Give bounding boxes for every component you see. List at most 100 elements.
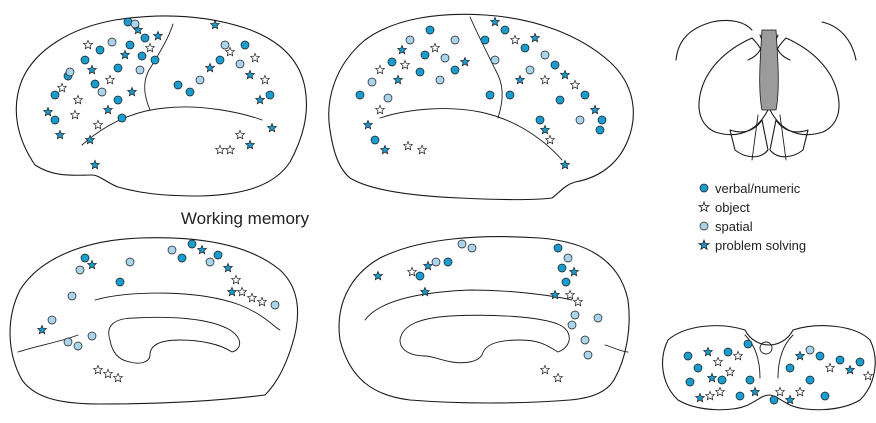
problem-solving-marker [539, 124, 551, 135]
problem-solving-marker [422, 260, 434, 271]
verbal-numeric-marker [505, 90, 515, 100]
problem-solving-marker [222, 262, 234, 273]
spatial-marker [220, 40, 230, 50]
spatial-marker [270, 300, 280, 310]
problem-solving-marker [529, 32, 541, 43]
problem-solving-marker [589, 104, 601, 115]
spatial-marker [525, 65, 535, 75]
problem-solving-marker [209, 19, 221, 30]
object-marker [214, 144, 226, 155]
problem-solving-marker [514, 74, 526, 85]
spatial-marker [467, 243, 477, 253]
legend-item-object: object [697, 200, 750, 215]
object-marker [69, 109, 81, 120]
spatial-marker [73, 341, 83, 351]
verbal-numeric-marker [820, 391, 830, 401]
object-marker [509, 34, 521, 45]
cerebellum-panel [662, 325, 876, 411]
verbal-numeric-marker [90, 79, 100, 89]
problem-solving-marker [379, 144, 391, 155]
legend-label-object: object [715, 200, 750, 215]
object-marker [56, 82, 68, 93]
verbal-numeric-marker [420, 50, 430, 60]
verbal-numeric-marker [213, 250, 223, 260]
legend-marker-verbal [699, 183, 709, 193]
spatial-marker [135, 65, 145, 75]
verbal-numeric-marker [355, 90, 365, 100]
verbal-numeric-marker [561, 277, 571, 287]
spatial-marker [65, 67, 75, 77]
problem-solving-marker [549, 289, 561, 300]
verbal-numeric-marker [140, 33, 150, 43]
spatial-marker [107, 37, 117, 47]
verbal-numeric-marker [150, 55, 160, 65]
verbal-numeric-marker [173, 80, 183, 90]
object-marker [564, 289, 576, 300]
object-marker [416, 144, 428, 155]
verbal-numeric-marker [177, 253, 187, 263]
verbal-numeric-marker [450, 65, 460, 75]
verbal-numeric-marker [80, 253, 90, 263]
spatial-marker [457, 239, 467, 249]
verbal-numeric-marker [425, 25, 435, 35]
object-marker [224, 46, 236, 57]
object-marker [259, 74, 271, 85]
legend-label-spatial: spatial [715, 219, 753, 234]
activation-markers [36, 16, 874, 405]
object-marker [399, 59, 411, 70]
object-marker [249, 52, 261, 63]
object-marker [774, 386, 786, 397]
spatial-marker [405, 35, 415, 45]
spatial-marker [583, 350, 593, 360]
problem-solving-marker [706, 372, 718, 383]
left-medial-hemisphere [9, 237, 299, 405]
object-marker [72, 94, 84, 105]
verbal-numeric-marker [113, 95, 123, 105]
legend-marker-problem-solving [697, 238, 711, 251]
problem-solving-marker [266, 122, 278, 133]
object-marker [236, 286, 248, 297]
object-marker [552, 372, 564, 383]
verbal-numeric-marker [769, 395, 779, 405]
verbal-numeric-marker [683, 351, 693, 361]
spatial-marker [431, 257, 441, 267]
problem-solving-marker [89, 159, 101, 170]
object-marker [102, 368, 114, 379]
spatial-marker [440, 53, 450, 63]
object-marker [539, 364, 551, 375]
verbal-numeric-marker [117, 113, 127, 123]
verbal-numeric-marker [115, 277, 125, 287]
verbal-numeric-marker [240, 40, 250, 50]
problem-solving-marker [86, 259, 98, 270]
problem-solving-marker [459, 56, 471, 67]
verbal-numeric-marker [113, 63, 123, 73]
problem-solving-marker [119, 49, 131, 60]
problem-solving-marker [126, 86, 138, 97]
object-marker [572, 296, 584, 307]
object-marker [402, 140, 414, 151]
spatial-marker [205, 257, 215, 267]
verbal-numeric-marker [137, 51, 147, 61]
verbal-numeric-marker [723, 347, 733, 357]
spatial-marker [367, 77, 377, 87]
object-marker [712, 356, 724, 367]
verbal-numeric-marker [95, 45, 105, 55]
verbal-numeric-marker [685, 377, 695, 387]
problem-solving-marker [244, 139, 256, 150]
spatial-marker [570, 310, 580, 320]
spatial-marker [580, 335, 590, 345]
legend-item-problem-solving: problem solving [697, 238, 806, 253]
spatial-marker [805, 345, 815, 355]
verbal-numeric-marker [50, 90, 60, 100]
object-marker [246, 292, 258, 303]
problem-solving-marker [419, 286, 431, 297]
legend-marker-object [697, 200, 711, 213]
verbal-numeric-marker [805, 375, 815, 385]
object-marker [144, 42, 156, 53]
verbal-numeric-marker [500, 25, 510, 35]
object-marker [429, 42, 441, 53]
spatial-marker [540, 50, 550, 60]
spatial-marker [75, 265, 85, 275]
verbal-numeric-marker [743, 339, 753, 349]
problem-solving-marker [568, 266, 580, 277]
